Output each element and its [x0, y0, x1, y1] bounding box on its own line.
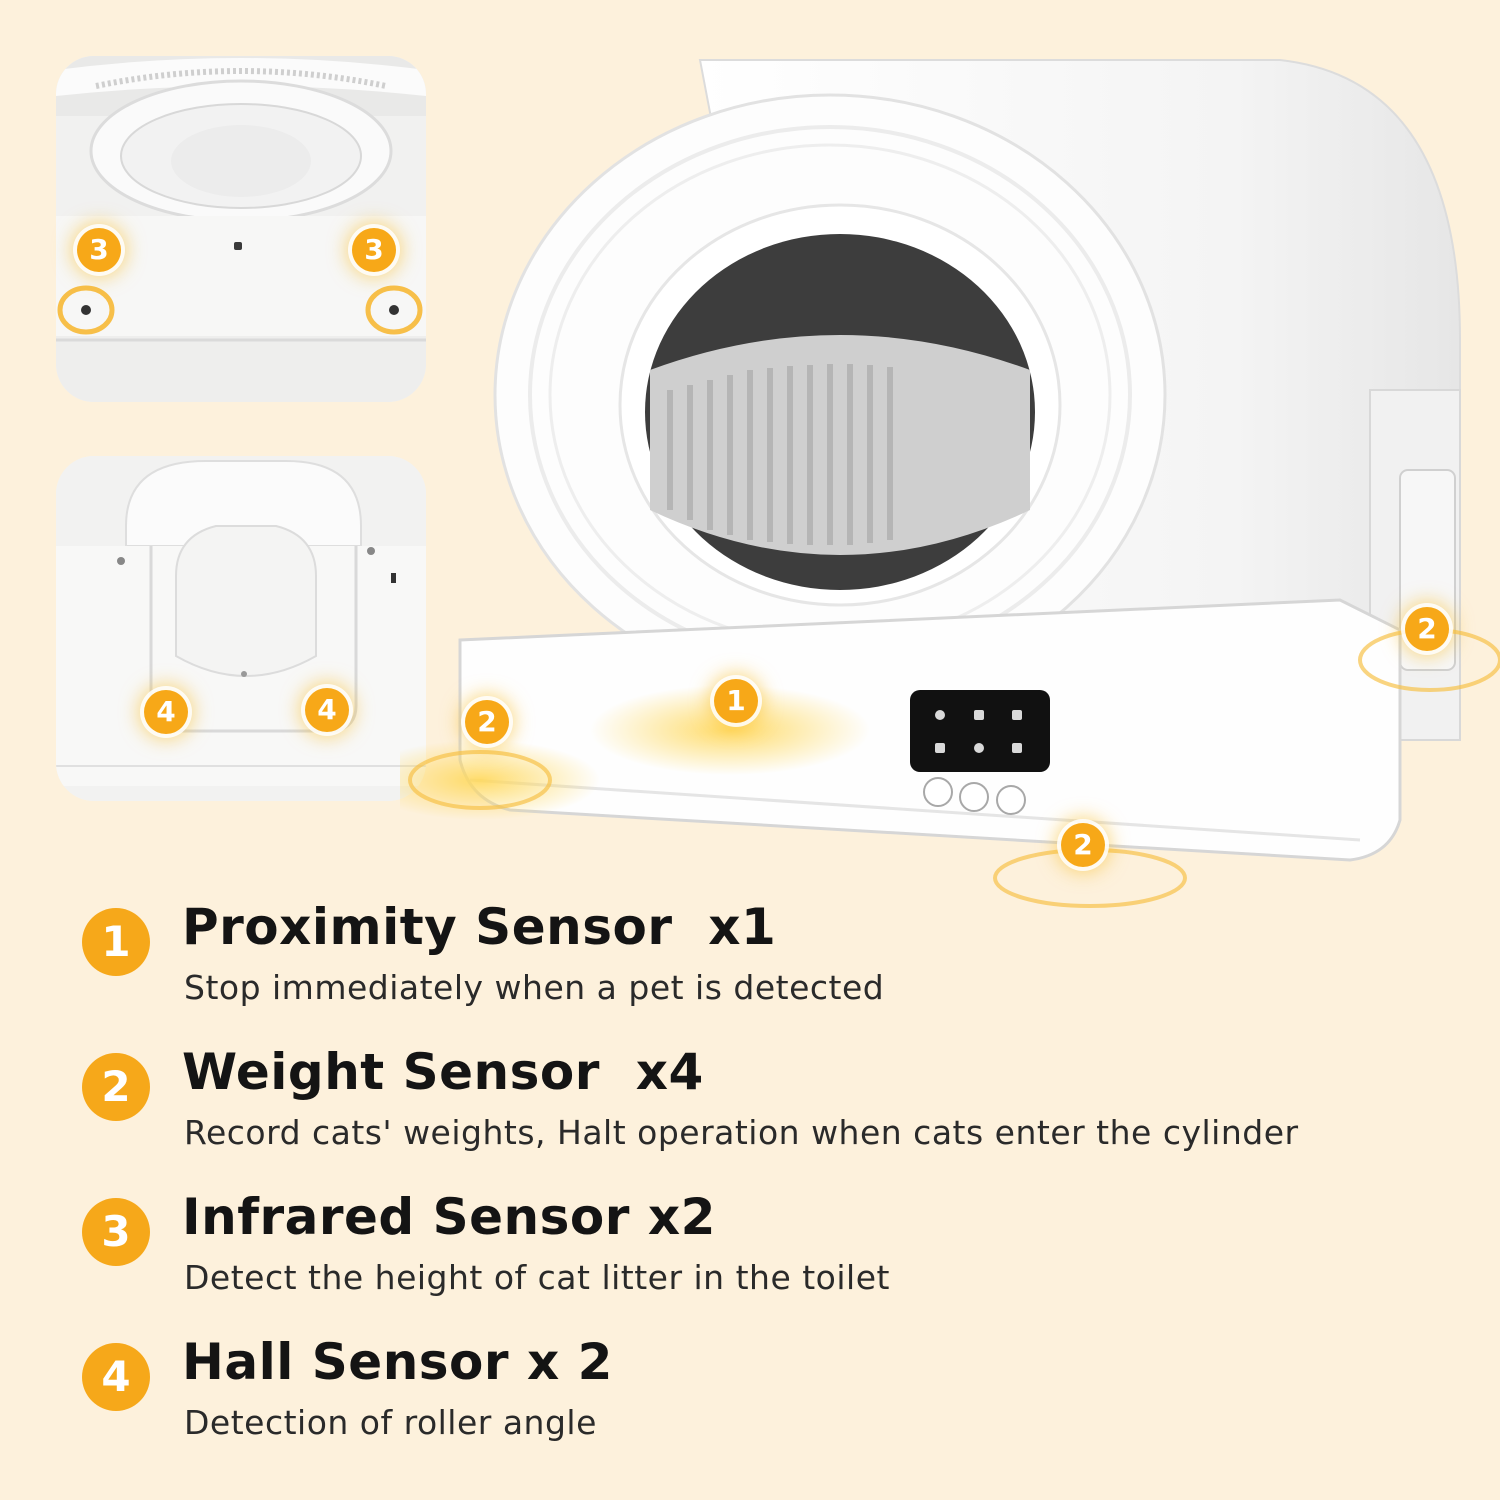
callout-badge: 3 [352, 228, 396, 272]
callout-badge: 2 [1405, 607, 1449, 651]
legend-number-badge: 3 [82, 1198, 150, 1266]
callout-badge: 2 [465, 700, 509, 744]
legend-description: Stop immediately when a pet is detected [184, 968, 885, 1007]
legend-title: Proximity Sensor x1 [182, 898, 777, 956]
litter-box-base-illustration [56, 456, 426, 801]
legend-description: Detect the height of cat litter in the t… [184, 1258, 890, 1297]
legend-number-badge: 4 [82, 1343, 150, 1411]
legend-title: Infrared Sensor x2 [182, 1188, 716, 1246]
callout-badge: 2 [1061, 823, 1105, 867]
hall-sensor-closeup [56, 456, 426, 801]
callout-badge: 1 [714, 679, 758, 723]
legend-description: Record cats' weights, Halt operation whe… [184, 1113, 1299, 1152]
legend-number-badge: 2 [82, 1053, 150, 1121]
legend-number-badge: 1 [82, 908, 150, 976]
self-cleaning-litter-box-illustration [400, 59, 1500, 908]
legend-title: Weight Sensor x4 [182, 1043, 704, 1101]
callout-badge: 4 [305, 688, 349, 732]
legend-description: Detection of roller angle [184, 1403, 597, 1442]
legend-title: Hall Sensor x 2 [182, 1333, 613, 1391]
callout-badge: 3 [77, 228, 121, 272]
callout-badge: 4 [144, 690, 188, 734]
